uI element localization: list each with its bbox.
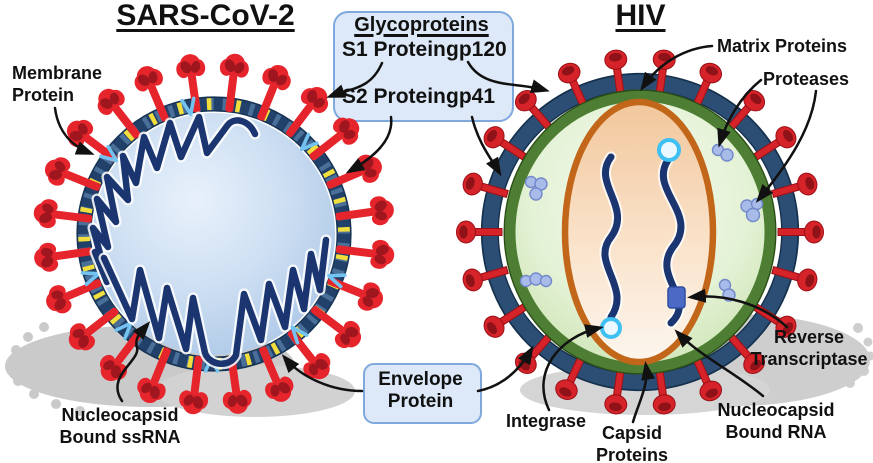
membrane-protein-line1: Membrane xyxy=(12,63,103,83)
envelope-protein-line2: Protein xyxy=(387,391,454,412)
nucleocapsid-ssrna-line2: Bound ssRNA xyxy=(59,427,181,447)
matrix-proteins-label: Matrix Proteins xyxy=(717,36,848,56)
nucleocapsid-ssrna-label: Nucleocapsid Bound ssRNA xyxy=(44,404,196,448)
glycoproteins-row-2: S2 Protein gp41 xyxy=(333,85,510,109)
hiv-title: HIV xyxy=(615,0,666,32)
arrow-integrase xyxy=(542,324,604,412)
nucleocapsid-rna-label: Nucleocapsid Bound RNA xyxy=(709,399,843,443)
envelope-protein-line1: Envelope xyxy=(378,369,463,390)
glycoproteins-legend-content: Glycoproteins S1 Protein gp120 S2 Protei… xyxy=(333,11,510,118)
arrow-s2-protein xyxy=(345,115,393,174)
gp120-label: gp120 xyxy=(446,38,507,61)
envelope-protein-label: Envelope Protein xyxy=(363,369,478,413)
envelope-protein-box xyxy=(363,363,482,424)
reverse-transcriptase-label: Reverse Transcriptase xyxy=(742,326,873,370)
arrow-capsid-proteins xyxy=(631,361,656,424)
membrane-protein-label: Membrane Protein xyxy=(12,62,102,106)
hiv-matrix-ring xyxy=(504,90,776,374)
nucleocapsid-ssrna-line1: Nucleocapsid xyxy=(61,405,179,425)
proteases-label: Proteases xyxy=(763,69,850,89)
hiv-capsid xyxy=(561,98,717,366)
arrow-s1-protein xyxy=(326,61,384,98)
rna-cap-dot xyxy=(657,138,681,162)
arrow-gp120 xyxy=(466,60,550,93)
gp41-label: gp41 xyxy=(446,85,496,108)
membrane-protein-line2: Protein xyxy=(12,85,75,105)
arrow-envelope-right xyxy=(476,345,534,393)
sars-rna xyxy=(87,111,332,370)
arrow-envelope-left xyxy=(281,354,364,393)
s2-protein-label: S2 Protein xyxy=(342,85,446,108)
integrase-dot xyxy=(600,317,622,339)
reverse-transcriptase-line1: Reverse xyxy=(773,327,845,347)
integrase-label: Integrase xyxy=(506,411,587,431)
arrow-matrix-proteins xyxy=(640,44,714,92)
glycoproteins-row-1: S1 Protein gp120 xyxy=(333,38,510,62)
arrow-nucleocapsid-ssrna xyxy=(116,321,151,403)
glycoproteins-title: Glycoproteins xyxy=(354,14,489,36)
glycoproteins-legend-box xyxy=(333,11,514,122)
reverse-transcriptase-shape xyxy=(667,286,686,309)
capsid-proteins-label: Capsid Proteins xyxy=(573,422,691,463)
nucleocapsid-rna-line1: Nucleocapsid xyxy=(717,400,835,420)
arrow-proteases-1 xyxy=(717,78,763,148)
sars-title: SARS-CoV-2 xyxy=(116,0,295,32)
arrow-proteases-2 xyxy=(755,89,818,203)
capsid-proteins-line2: Proteins xyxy=(595,445,669,463)
arrow-nucleocapsid-rna xyxy=(674,329,765,398)
reverse-transcriptase-line2: Transcriptase xyxy=(750,349,868,369)
arrow-reverse-transcriptase xyxy=(687,288,789,329)
capsid-proteins-line1: Capsid xyxy=(601,423,662,443)
nucleocapsid-rna-line2: Bound RNA xyxy=(725,422,827,442)
hiv-matrix-ring-outline xyxy=(503,89,777,375)
arrow-gp41 xyxy=(470,115,502,177)
s1-protein-label: S1 Protein xyxy=(342,38,446,61)
arrow-membrane-protein xyxy=(53,106,95,155)
